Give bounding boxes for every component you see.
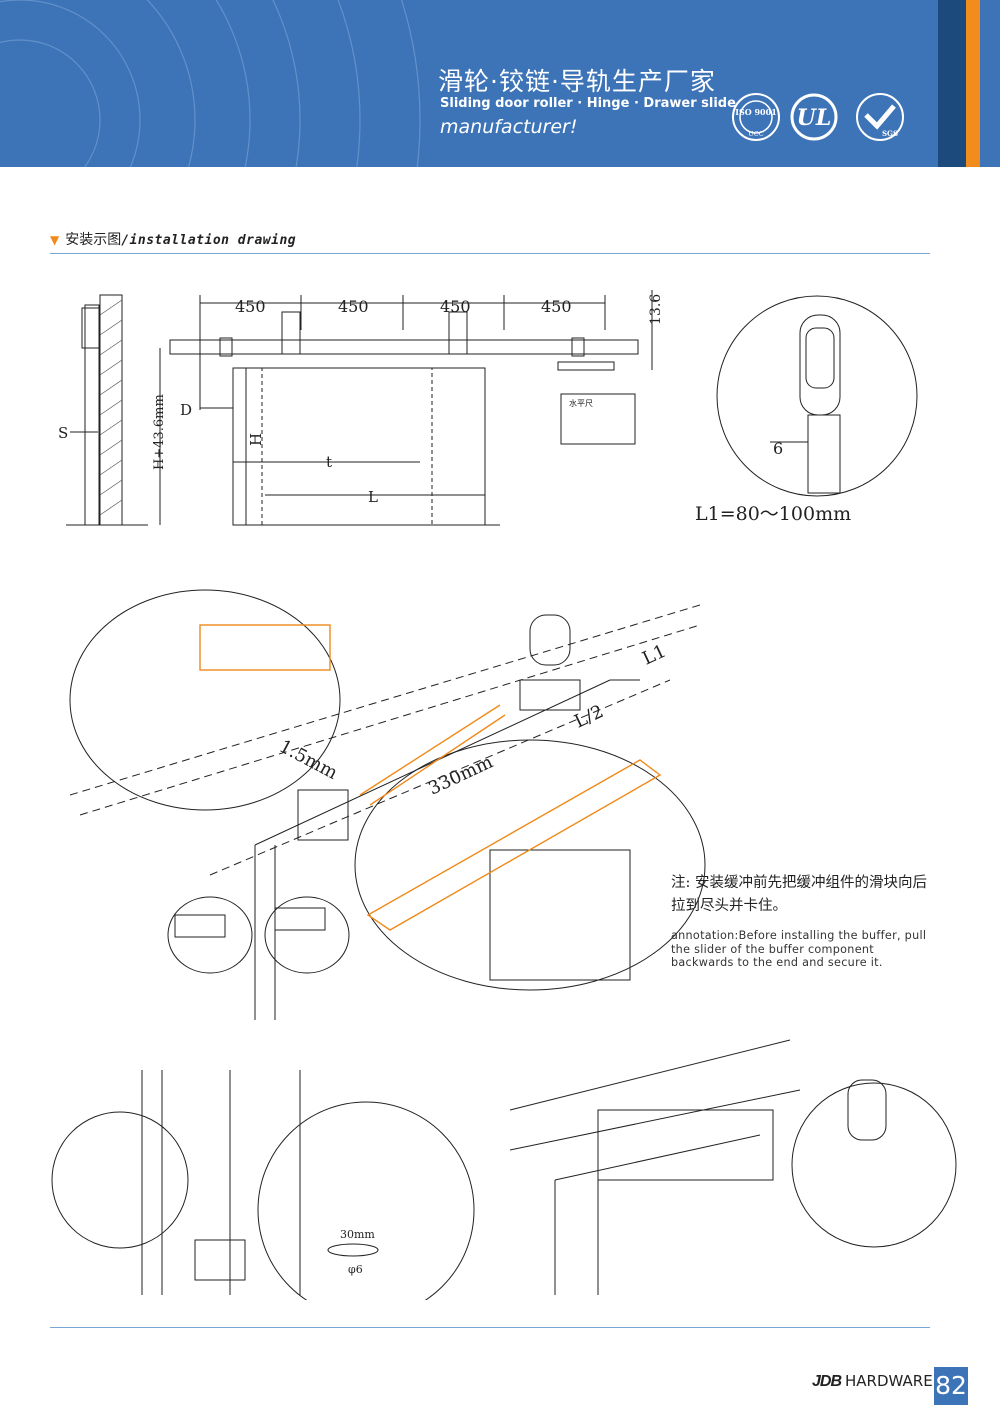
buffer-highlight — [199, 624, 662, 931]
dim-450-3: 450 — [440, 297, 471, 316]
door-outline — [232, 367, 486, 526]
label-h: H — [247, 433, 265, 446]
header-stripe-blue — [980, 0, 1000, 167]
section-title-cn: 安装示图 — [65, 232, 122, 248]
door-side-view — [84, 304, 100, 526]
ul-badge-label: UL — [797, 105, 832, 131]
label-d: D — [180, 401, 192, 419]
label-t: t — [326, 453, 332, 471]
iso-badge-sub: UCC — [748, 130, 763, 138]
buffer-install-drawing: 1.5mm 330mm L/2 L1 — [69, 589, 706, 1020]
label-l: L — [368, 488, 378, 506]
footer-rule — [50, 1327, 930, 1328]
annotation-en: annotation:Before installing the buffer,… — [671, 929, 927, 969]
header-subtitle: manufacturer! — [440, 116, 578, 138]
label-h-total: H+43.6mm — [152, 394, 167, 470]
wall-section — [99, 294, 123, 526]
bracket-install-drawing: 30mm φ6 — [51, 1039, 957, 1300]
sgs-badge: SGS — [856, 93, 904, 141]
detail-circle: 6 — [716, 295, 918, 497]
certification-badges: ISO 9001 UCC UL SGS — [732, 93, 904, 141]
triangle-icon: ▼ — [50, 233, 60, 247]
dim-phi6: φ6 — [348, 1263, 363, 1276]
elevation-drawing: 450 450 450 450 13.6 S D H H+43.6mm t L … — [58, 290, 918, 526]
section-title-en: /installation drawing — [121, 233, 297, 248]
roller-side-view — [81, 307, 101, 349]
section-rule — [50, 253, 930, 254]
page-number: 82 — [934, 1367, 968, 1405]
dim-450-4: 450 — [541, 297, 572, 316]
header-decoration — [0, 0, 421, 167]
iso-9001-badge: ISO 9001 UCC — [732, 93, 780, 141]
roller-adjust-detail — [791, 1082, 957, 1248]
header-stripe-navy — [938, 0, 966, 167]
bracket-detail — [257, 1101, 475, 1300]
dim-l-half: L/2 — [571, 701, 607, 732]
brand-logo: JDB — [812, 1373, 842, 1390]
header-title-cn: 滑轮·铰链·导轨生产厂家 — [438, 67, 716, 96]
iso-badge-label: ISO 9001 — [735, 107, 777, 117]
detail-dim-6: 6 — [773, 439, 783, 458]
dim-330mm: 330mm — [425, 752, 496, 800]
dim-1-5mm: 1.5mm — [276, 736, 341, 784]
page-header: 滑轮·铰链·导轨生产厂家 Sliding door roller · Hinge… — [0, 0, 1000, 167]
floor-guide-detail — [51, 1111, 189, 1249]
dim-13-6: 13.6 — [648, 294, 664, 325]
label-s: S — [58, 424, 68, 442]
section-title: ▼ 安装示图/installation drawing — [50, 229, 296, 249]
dim-30mm: 30mm — [340, 1228, 375, 1241]
sgs-badge-label: SGS — [882, 129, 898, 138]
level-label: 水平尺 — [569, 398, 593, 408]
zoom-circle-left — [69, 589, 341, 811]
dim-450-1: 450 — [235, 297, 266, 316]
header-stripe-orange — [966, 0, 980, 167]
l1-formula: L1=80～100mm — [695, 503, 851, 525]
annotation-cn: 注: 安装缓冲前先把缓冲组件的滑块向后拉到尽头并卡住。 — [671, 875, 927, 914]
dim-l1: L1 — [639, 641, 669, 670]
zoom-circle-right — [354, 739, 706, 991]
ul-badge: UL — [790, 93, 838, 141]
header-title-en: Sliding door roller · Hinge · Drawer sli… — [440, 96, 736, 111]
track-rail — [169, 339, 639, 355]
dim-450-2: 450 — [338, 297, 369, 316]
brand-label: HARDWARE — [845, 1372, 933, 1390]
